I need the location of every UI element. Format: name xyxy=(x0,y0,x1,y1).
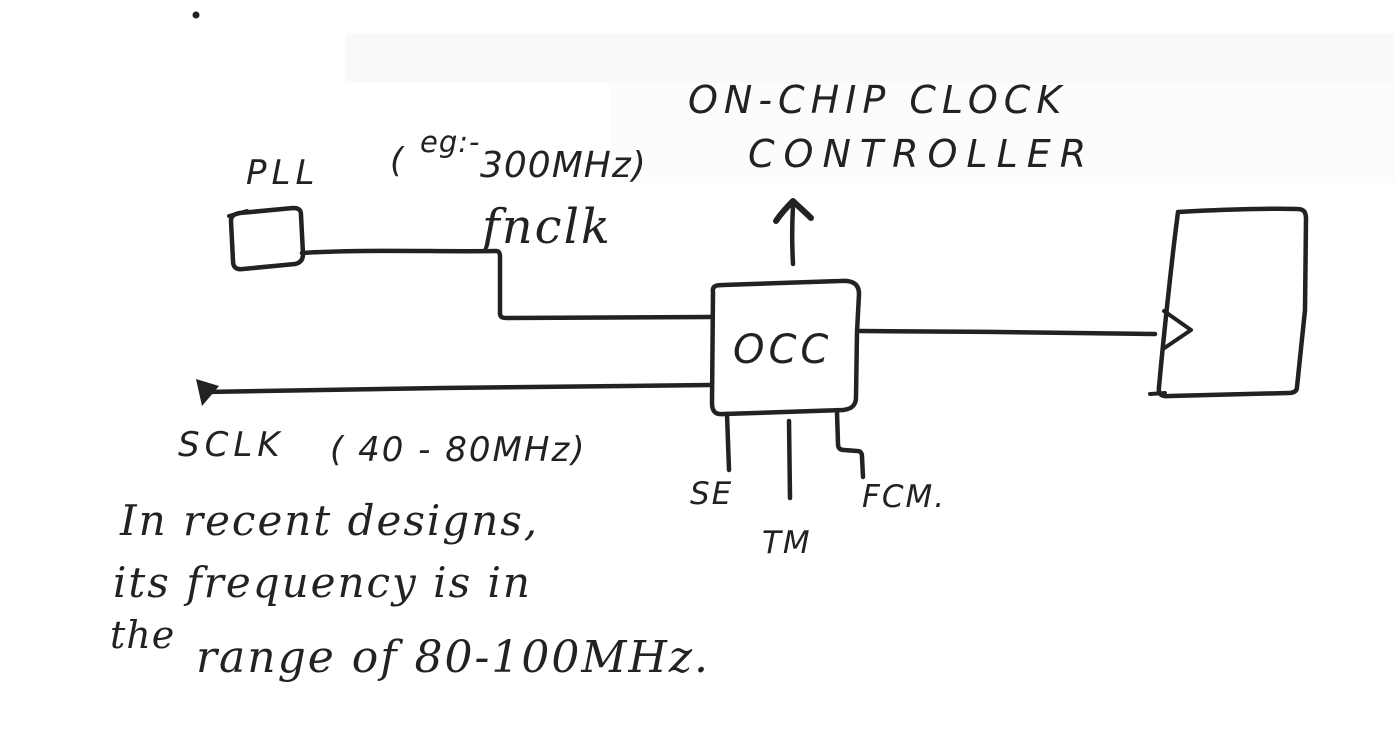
wire-occ-to-flipflop xyxy=(857,328,1158,337)
pll-label: PLL xyxy=(246,153,319,193)
occ-control-pins: SE TM FCM. xyxy=(690,409,946,561)
pll-freq-sup: eg:- xyxy=(420,125,481,159)
flipflop-block xyxy=(1148,206,1309,399)
stray-dot xyxy=(192,11,200,19)
note-line2: its frequency is in xyxy=(113,558,532,607)
handwritten-note: In recent designs, its frequency is in t… xyxy=(110,496,710,683)
title-line2: CONTROLLER xyxy=(748,132,1095,176)
pin-fcm-label: FCM. xyxy=(862,479,946,515)
flipflop-corner-tick xyxy=(1148,391,1167,396)
pin-stub-tm xyxy=(786,418,793,501)
sclk-range-label: ( 40 - 80MHz) xyxy=(330,430,587,470)
title-line1: ON-CHIP CLOCK xyxy=(688,78,1067,122)
background-shade xyxy=(345,33,1394,183)
note-line1: In recent designs, xyxy=(119,496,539,545)
note-line3-word: the xyxy=(110,613,175,657)
occ-box xyxy=(709,278,862,417)
sclk-arrowhead-icon xyxy=(196,379,219,406)
sclk-label: SCLK xyxy=(178,425,285,465)
wire-sclk xyxy=(201,382,713,395)
pin-stub-fcm xyxy=(834,409,866,480)
up-arrow-stem xyxy=(790,203,796,267)
fnclk-label: fnclk xyxy=(479,199,612,255)
occ-up-arrow-icon xyxy=(773,198,814,267)
pin-tm-label: TM xyxy=(762,525,812,561)
pin-se-label: SE xyxy=(690,476,733,512)
pll-box xyxy=(228,205,306,272)
pll-freq-open: ( xyxy=(390,141,405,181)
shade-band-top xyxy=(345,33,1394,83)
clock-triangle-icon xyxy=(1161,309,1193,351)
up-arrow-head xyxy=(773,198,814,224)
pll-freq-rest: 300MHz) xyxy=(480,145,647,186)
shade-band-lower xyxy=(610,83,1394,183)
pll-box-corner-overshoot xyxy=(227,209,249,218)
wire-pll-to-occ xyxy=(299,248,713,321)
occ-label: OCC xyxy=(733,327,832,373)
title: ON-CHIP CLOCK CONTROLLER xyxy=(688,78,1095,176)
pll-block: PLL xyxy=(227,153,319,272)
occ-block: OCC xyxy=(709,278,862,417)
pin-stub-se xyxy=(724,411,732,473)
note-line3-rest: range of 80-100MHz. xyxy=(196,632,710,683)
sclk-input: SCLK ( 40 - 80MHz) xyxy=(178,379,713,470)
flipflop-box xyxy=(1156,206,1309,399)
pll-freq-annotation: ( eg:- 300MHz) xyxy=(390,125,647,186)
